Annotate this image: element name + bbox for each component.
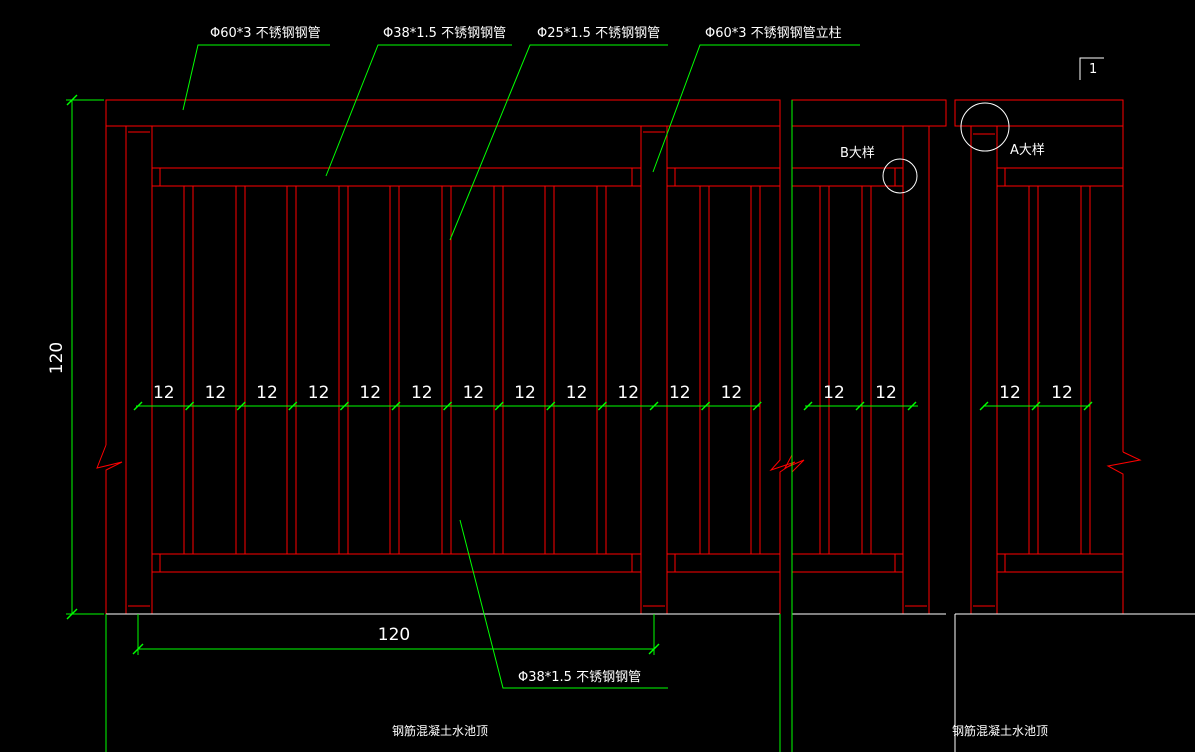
callout-bottom-rail-text: Φ38*1.5 不锈钢钢管 bbox=[518, 670, 641, 685]
baluster-dim-label: 12 bbox=[617, 383, 639, 403]
callout-post: Φ60*3 不锈钢钢管立柱 bbox=[652, 26, 860, 173]
post-right bbox=[966, 125, 1002, 615]
baluster-dim-label: 12 bbox=[669, 383, 691, 403]
post-spacing-dimension: 120 bbox=[132, 614, 660, 655]
mid-dim-tick bbox=[907, 401, 917, 411]
callout-top-rail: Φ60*3 不锈钢钢管 bbox=[182, 26, 330, 111]
baluster-dim-tick bbox=[236, 401, 246, 411]
post-left bbox=[121, 125, 157, 615]
callout-baluster: Φ25*1.5 不锈钢钢管 bbox=[449, 26, 668, 241]
baluster-dim-tick bbox=[133, 401, 143, 411]
left-panel bbox=[96, 99, 796, 615]
baluster-dim-tick bbox=[597, 401, 607, 411]
right-dim-label: 12 bbox=[1051, 383, 1073, 403]
baluster-dim-label: 12 bbox=[153, 383, 175, 403]
baluster-dim-tick bbox=[185, 401, 195, 411]
baluster-dim-tick bbox=[752, 401, 762, 411]
lower-rail-left bbox=[151, 553, 642, 573]
post-middle bbox=[636, 125, 672, 615]
detail-a-label: A大样 bbox=[1010, 143, 1045, 158]
base-label-right: 钢筋混凝土水池顶 bbox=[952, 723, 1048, 738]
baluster-dim-label: 12 bbox=[359, 383, 381, 403]
top-handrail-right bbox=[954, 99, 1124, 127]
mid-dim-label: 12 bbox=[823, 383, 845, 403]
detail-b-circle bbox=[882, 158, 918, 194]
baluster-dim-label: 12 bbox=[205, 383, 227, 403]
mid-spacing-dimension: 12 12 bbox=[803, 383, 918, 411]
base-outlines bbox=[105, 100, 956, 752]
baluster-dim-tick bbox=[391, 401, 401, 411]
lower-rail-left-ext bbox=[666, 553, 781, 573]
baluster-dim-label: 12 bbox=[411, 383, 433, 403]
post-mid-right bbox=[898, 125, 934, 615]
post-spacing-text: 120 bbox=[378, 625, 410, 645]
callout-mid-rail: Φ38*1.5 不锈钢钢管 bbox=[325, 26, 512, 177]
section-mark-text: 1 bbox=[1089, 62, 1097, 77]
baluster-dim-tick bbox=[339, 401, 349, 411]
baluster-dim-tick bbox=[443, 401, 453, 411]
baluster-dim-label: 12 bbox=[256, 383, 278, 403]
left-break-line bbox=[96, 444, 123, 614]
mid-dim-tick bbox=[803, 401, 813, 411]
baluster-dim-label: 12 bbox=[514, 383, 536, 403]
baluster-dim-label: 12 bbox=[308, 383, 330, 403]
mid-dim-tick bbox=[855, 401, 865, 411]
baluster-dim-tick bbox=[701, 401, 711, 411]
right-dim-tick bbox=[979, 401, 989, 411]
detail-a-circle bbox=[960, 102, 1010, 152]
right-spacing-dimension: 12 12 bbox=[979, 383, 1093, 411]
height-dimension: 120 bbox=[47, 94, 104, 620]
top-handrail bbox=[105, 99, 781, 127]
mid-dim-label: 12 bbox=[875, 383, 897, 403]
callout-bottom-rail: Φ38*1.5 不锈钢钢管 bbox=[459, 519, 668, 689]
callout-top-rail-text: Φ60*3 不锈钢钢管 bbox=[210, 26, 321, 41]
baluster-dim-tick bbox=[649, 401, 659, 411]
height-dimension-text: 120 bbox=[47, 342, 67, 374]
baluster-dim-label: 12 bbox=[566, 383, 588, 403]
baluster-dim-label: 12 bbox=[721, 383, 743, 403]
top-handrail-mid bbox=[791, 99, 947, 127]
baluster-spacing-dimension: 12 12 12 12 12 12 12 12 12 12 12 12 bbox=[133, 383, 762, 411]
baluster-dim-label: 12 bbox=[463, 383, 485, 403]
right-dim-tick bbox=[1083, 401, 1093, 411]
callout-post-text: Φ60*3 不锈钢钢管立柱 bbox=[705, 26, 842, 41]
base-label-left: 钢筋混凝土水池顶 bbox=[392, 723, 488, 738]
right-panel bbox=[954, 99, 1195, 615]
section-mark: 1 bbox=[1079, 57, 1104, 80]
right-dim-label: 12 bbox=[999, 383, 1021, 403]
callout-mid-rail-text: Φ38*1.5 不锈钢钢管 bbox=[383, 26, 506, 41]
detail-b-label: B大样 bbox=[840, 146, 875, 161]
baluster-dim-tick bbox=[546, 401, 556, 411]
balusters-left bbox=[183, 186, 761, 554]
left-panel-break bbox=[769, 100, 796, 614]
baluster-dim-tick bbox=[288, 401, 298, 411]
middle-panel bbox=[783, 99, 947, 615]
upper-rail-left bbox=[151, 167, 642, 187]
baluster-dim-tick bbox=[494, 401, 504, 411]
upper-rail-left-ext bbox=[666, 167, 781, 187]
callout-baluster-text: Φ25*1.5 不锈钢钢管 bbox=[537, 26, 660, 41]
right-dim-tick bbox=[1031, 401, 1041, 411]
